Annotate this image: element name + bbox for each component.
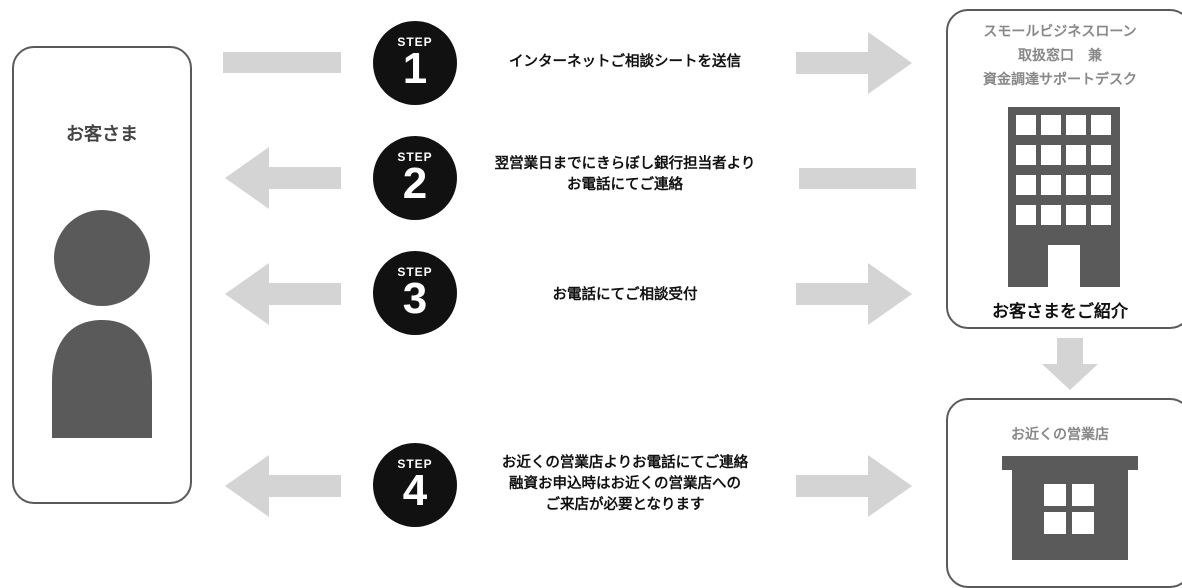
branch-box: お近くの営業店	[946, 398, 1182, 588]
connector-bar	[799, 168, 916, 189]
left-arrow-icon	[225, 455, 341, 517]
connector-bar	[223, 52, 341, 73]
step-3-line-1: お電話にてご相談受付	[552, 287, 698, 303]
step-1-badge: STEP 1	[373, 21, 457, 105]
step-badge-label: STEP	[397, 456, 433, 471]
step-1-text: インターネットご相談シートを送信	[460, 52, 790, 73]
step-badge-label: STEP	[397, 34, 433, 49]
right-arrow-icon	[796, 32, 912, 94]
step-3-badge: STEP 3	[373, 251, 457, 335]
step-2-line-1: 翌営業日までにきらぼし銀行担当者より	[494, 156, 756, 172]
step-1-line-1: インターネットご相談シートを送信	[509, 54, 741, 70]
step-number: 3	[402, 273, 428, 323]
customer-box: お客さま	[12, 46, 192, 504]
step-number: 4	[402, 465, 428, 515]
right-arrow-icon	[796, 455, 912, 517]
step-4-line-1: お近くの営業店よりお電話にてご連絡	[501, 455, 749, 471]
step-number: 1	[402, 43, 428, 93]
left-arrow-icon	[225, 263, 341, 325]
down-arrow-icon	[1042, 338, 1098, 390]
step-4-badge: STEP 4	[373, 443, 457, 527]
step-number: 2	[402, 158, 428, 208]
support-desk-title-line1: スモールビジネスローン	[983, 24, 1137, 40]
store-icon	[1002, 456, 1138, 560]
step-badge-label: STEP	[397, 264, 433, 279]
step-4-line-2: 融資お申込時はお近くの営業店への	[509, 476, 741, 492]
person-icon	[52, 210, 152, 438]
support-desk-box: スモールビジネスローン 取扱窓口 兼 資金調達サポートデスク お客さまをご紹介	[946, 9, 1182, 329]
step-badge-label: STEP	[397, 149, 433, 164]
left-arrow-icon	[225, 147, 341, 209]
step-3-text: お電話にてご相談受付	[460, 285, 790, 306]
step-4-text: お近くの営業店よりお電話にてご連絡 融資お申込時はお近くの営業店への ご来店が必…	[460, 453, 790, 516]
branch-label: お近くの営業店	[1011, 427, 1109, 443]
right-arrow-icon	[796, 263, 912, 325]
support-desk-caption: お客さまをご紹介	[992, 302, 1128, 322]
step-4-line-3: ご来店が必要となります	[545, 497, 705, 513]
support-desk-title-line2: 取扱窓口 兼	[1018, 48, 1102, 64]
support-desk-title-line3: 資金調達サポートデスク	[983, 72, 1137, 88]
step-2-line-2: お電話にてご連絡	[567, 177, 683, 193]
customer-label: お客さま	[66, 124, 138, 145]
step-2-text: 翌営業日までにきらぼし銀行担当者より お電話にてご連絡	[460, 154, 790, 196]
step-2-badge: STEP 2	[373, 136, 457, 220]
office-building-icon	[1008, 107, 1120, 287]
